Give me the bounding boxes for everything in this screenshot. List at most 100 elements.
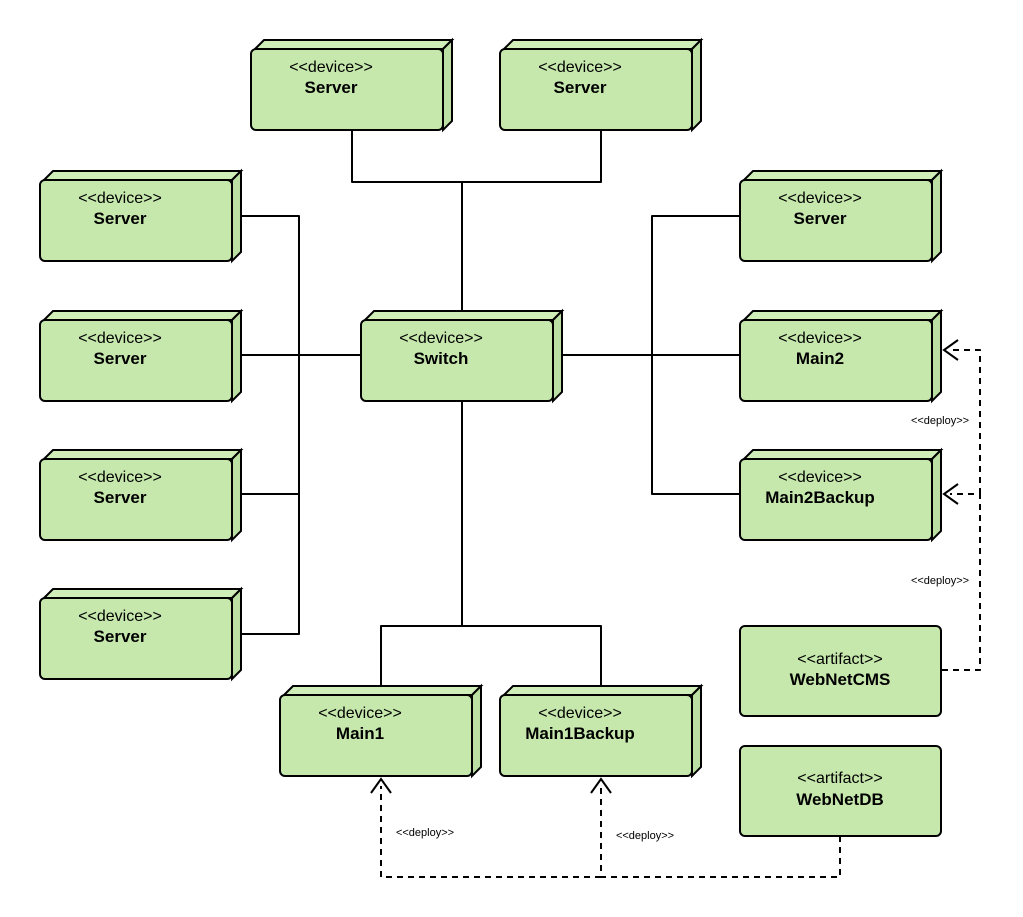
deploy-line-cms-main2backup [942,493,981,671]
connection-server-top-1 [351,130,462,183]
node-name: Server [94,488,147,507]
node-server-left-4[interactable]: <<device>> Server [39,586,244,682]
deploy-line-cms-main2 [950,349,981,494]
node-server-left-1[interactable]: <<device>> Server [39,168,244,264]
deploy-label-main1backup: <<deploy>> [616,830,674,842]
network-connections [240,130,740,686]
artifact-box [739,625,942,717]
connection-main1backup [462,625,602,686]
artifact-name: WebNetCMS [790,670,891,689]
node-box-side [231,586,242,682]
node-stereotype: <<device>> [78,469,162,486]
node-box-face [39,458,233,541]
node-name: Server [794,209,847,228]
node-box-side [931,168,942,264]
node-box-side [691,683,702,779]
node-box-face [360,319,554,402]
deploy-arrow-main2backup [942,483,959,505]
deploy-arrow-main1 [370,777,392,794]
node-main1[interactable]: <<device>> Main1 [279,683,484,779]
node-box-top [252,39,455,50]
deploy-line-db-main1 [380,786,601,878]
node-box-face [279,694,473,777]
node-box-face [39,597,233,680]
node-box-face [250,48,444,131]
connection-server-left-4 [240,494,300,635]
node-box-face [499,694,693,777]
node-box-side [471,683,482,779]
node-name: Main1Backup [525,724,635,743]
node-name: Switch [414,349,469,368]
node-name: Server [94,209,147,228]
node-main2backup[interactable]: <<device>> Main2Backup [739,447,944,543]
artifact-webnetdb[interactable]: <<artifact>> WebNetDB [739,745,942,837]
node-name: Main2Backup [765,488,875,507]
node-box-face [739,319,933,402]
artifact-webnetcms[interactable]: <<artifact>> WebNetCMS [739,625,942,717]
node-server-right-1[interactable]: <<device>> Server [739,168,944,264]
node-stereotype: <<device>> [538,59,622,76]
node-box-side [231,168,242,264]
device-nodes: <<device>> Server <<device>> Server <<de… [39,37,944,779]
node-name: Server [305,78,358,97]
connection-server-left-1 [240,215,300,355]
deploy-dependencies: <<deploy>> <<deploy>> <<deploy>> <<deplo… [370,339,981,878]
node-server-top-1[interactable]: <<device>> Server [250,37,455,133]
node-box-side [931,447,942,543]
node-stereotype: <<device>> [289,59,373,76]
node-name: Server [94,349,147,368]
node-stereotype: <<device>> [78,608,162,625]
node-stereotype: <<device>> [78,190,162,207]
connection-server-right-1 [651,215,740,355]
artifact-stereotype: <<artifact>> [797,651,882,668]
connection-server-left-3 [240,355,300,495]
node-stereotype: <<device>> [318,705,402,722]
node-name: Main1 [336,724,384,743]
connection-main2backup [651,355,740,495]
node-box-top [362,310,565,321]
node-box-top [41,449,244,460]
node-box-top [741,449,944,460]
deploy-label-main2backup: <<deploy>> [911,575,969,587]
node-box-face [739,458,933,541]
node-box-face [499,48,693,131]
deploy-arrow-main1backup [590,777,612,794]
deploy-label-main2: <<deploy>> [911,415,969,427]
node-stereotype: <<device>> [778,330,862,347]
node-box-side [231,447,242,543]
node-box-top [41,588,244,599]
node-stereotype: <<device>> [778,469,862,486]
node-box-face [739,179,933,262]
node-server-left-3[interactable]: <<device>> Server [39,447,244,543]
node-name: Server [554,78,607,97]
node-server-top-2[interactable]: <<device>> Server [499,37,704,133]
node-box-side [691,37,702,133]
node-box-face [39,319,233,402]
artifact-stereotype: <<artifact>> [797,770,882,787]
node-box-top [281,685,484,696]
node-name: Server [94,627,147,646]
node-switch[interactable]: <<device>> Switch [360,308,565,404]
artifacts: <<artifact>> WebNetCMS <<artifact>> WebN… [739,625,942,837]
node-stereotype: <<device>> [78,330,162,347]
node-stereotype: <<device>> [778,190,862,207]
node-stereotype: <<device>> [399,330,483,347]
node-box-top [41,310,244,321]
node-stereotype: <<device>> [538,705,622,722]
node-box-side [231,308,242,404]
node-box-side [931,308,942,404]
node-box-top [501,685,704,696]
node-main1backup[interactable]: <<device>> Main1Backup [499,683,704,779]
node-name: Main2 [796,349,844,368]
node-box-face [39,179,233,262]
connection-main1 [380,625,462,686]
deploy-arrow-main2 [942,339,959,361]
artifact-box [739,745,942,837]
deploy-label-main1: <<deploy>> [396,827,454,839]
connection-server-top-2 [462,130,602,183]
node-main2[interactable]: <<device>> Main2 [739,308,944,404]
node-box-top [741,310,944,321]
node-server-left-2[interactable]: <<device>> Server [39,308,244,404]
